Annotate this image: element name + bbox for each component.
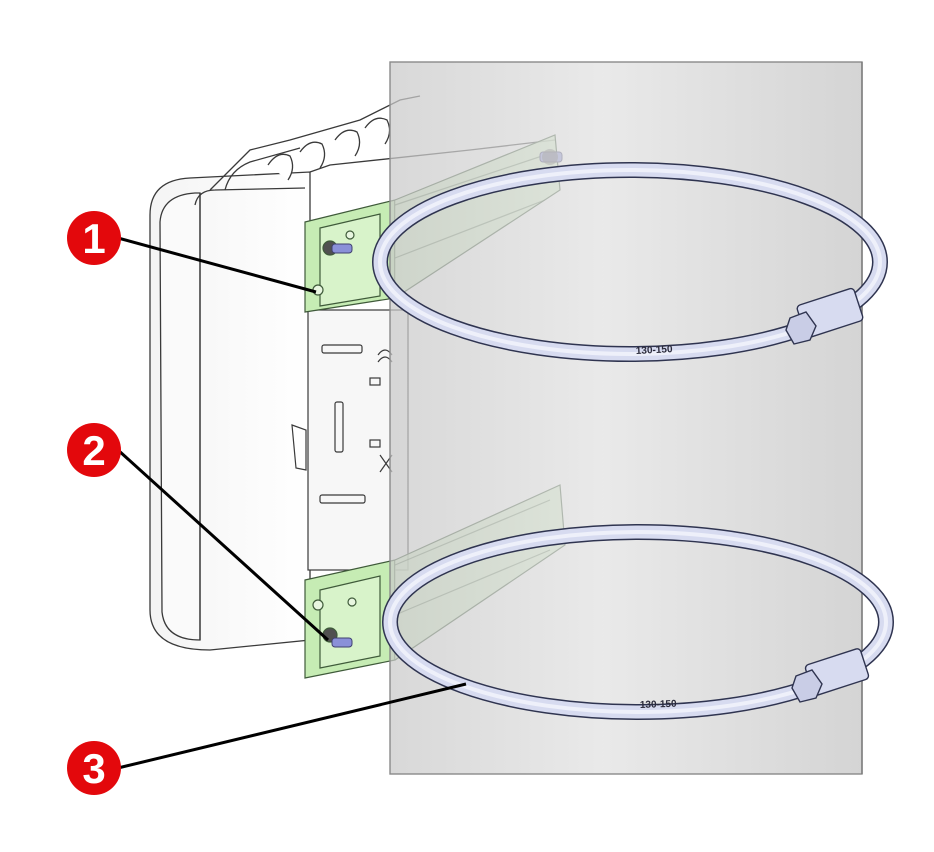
- lower-screw-icon: [331, 637, 353, 648]
- callout-1: 1: [67, 211, 121, 265]
- lower-clamp-label: 130-150: [640, 699, 677, 711]
- upper-screw-housing: [785, 287, 864, 345]
- leader-line-1: [117, 236, 317, 294]
- lower-band-clamp: 130-150: [382, 524, 894, 720]
- lower-screw-housing: [791, 648, 870, 703]
- leader-lines: [116, 236, 467, 770]
- enclosure: [149, 95, 556, 651]
- callout-2: 2: [67, 423, 121, 477]
- leader-line-3: [117, 682, 467, 770]
- leader-line-2: [116, 448, 330, 642]
- upper-clamp-label: 130-150: [636, 344, 674, 357]
- callout-3-number: 3: [82, 745, 105, 792]
- upper-band-clamp: 130-150: [372, 162, 888, 362]
- callout-3: 3: [67, 741, 121, 795]
- callout-1-number: 1: [82, 215, 105, 262]
- callout-2-number: 2: [82, 427, 105, 474]
- pole: [389, 61, 863, 775]
